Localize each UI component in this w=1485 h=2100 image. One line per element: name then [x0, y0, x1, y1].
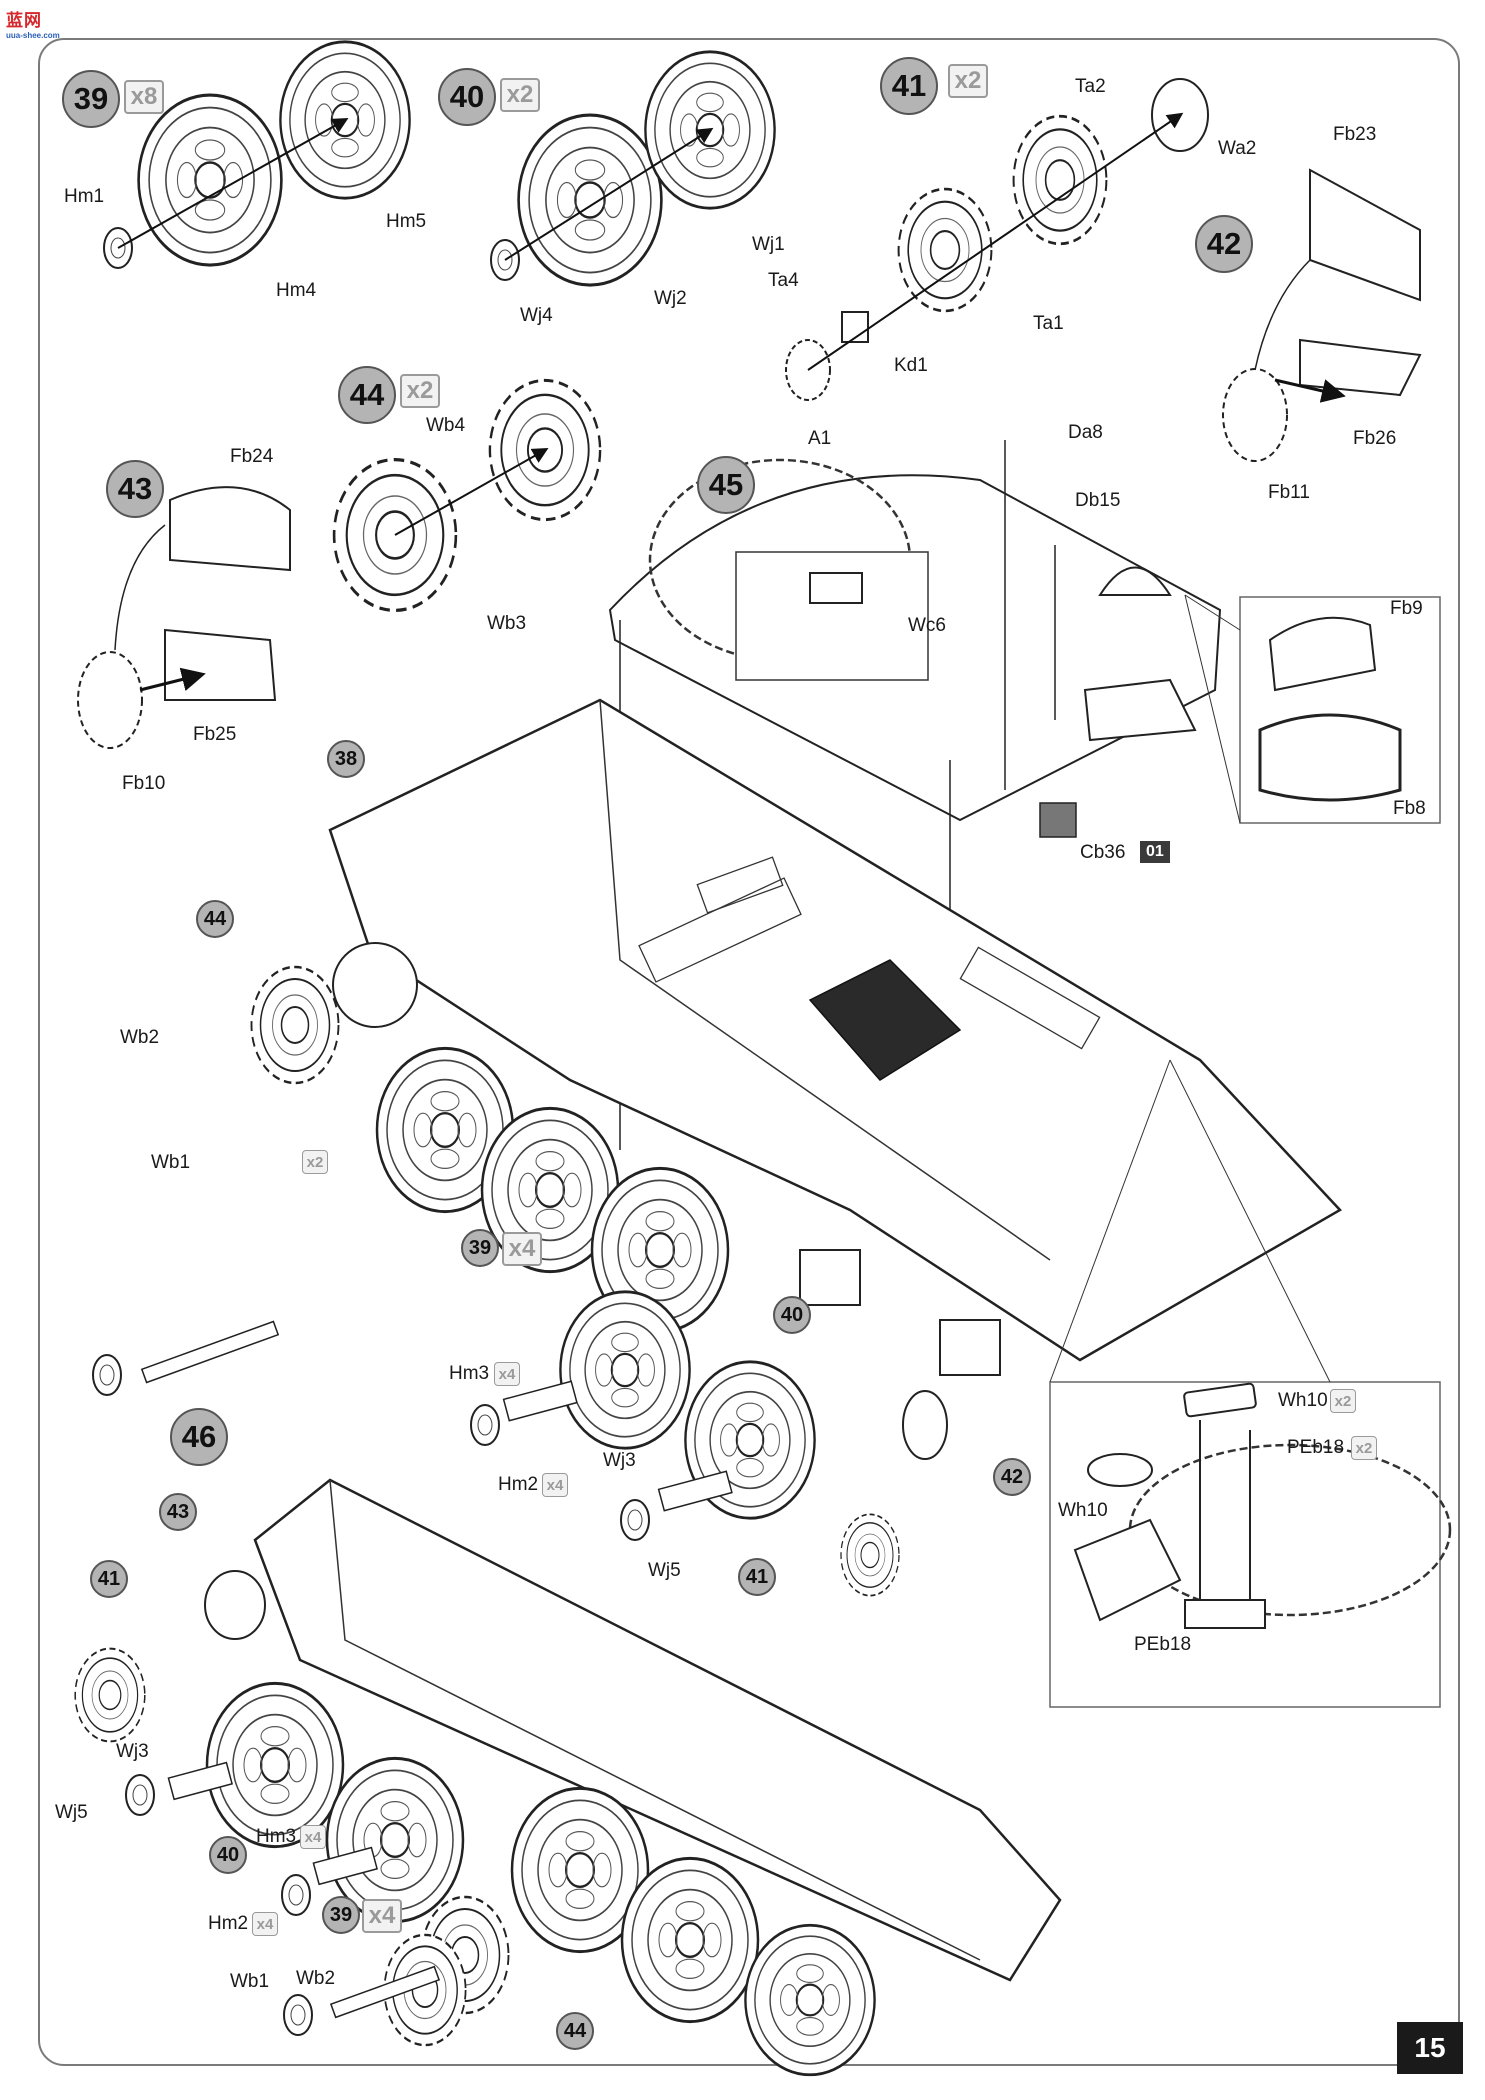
part-label: Cb36: [1080, 842, 1126, 863]
part-label: Ta1: [1033, 313, 1064, 334]
part-label: Wb2: [296, 1968, 336, 1989]
step-46-badge: 46: [170, 1408, 228, 1466]
part-label: Da8: [1068, 422, 1103, 443]
qty-multiplier: x4: [252, 1912, 278, 1936]
part-label: Wb1: [230, 1971, 270, 1992]
part-label: Fb9: [1390, 598, 1423, 619]
qty-multiplier: x2: [1330, 1389, 1356, 1413]
part-label: Fb25: [193, 724, 237, 745]
part-label: Fb23: [1333, 124, 1377, 145]
ref-44-badge: 44: [196, 900, 234, 938]
part-label: Ta4: [768, 270, 799, 291]
part-label: A1: [808, 428, 832, 449]
part-label: Hm1: [64, 186, 105, 207]
part-label: Wb3: [487, 613, 527, 634]
page-frame: [38, 38, 1460, 2066]
ref-42-badge: 42: [993, 1458, 1031, 1496]
ref-41-badge: 41: [738, 1558, 776, 1596]
part-label: Wb2: [120, 1027, 160, 1048]
step-44-multiplier: x2: [400, 374, 440, 408]
part-label: Kd1: [894, 355, 928, 376]
part-label: Hm2: [208, 1913, 249, 1934]
part-label: Wh10: [1058, 1500, 1108, 1521]
ref-43-lower-badge: 43: [159, 1493, 197, 1531]
step-44-badge: 44: [338, 366, 396, 424]
part-label: Fb10: [122, 773, 166, 794]
step-39-badge: 39: [62, 70, 120, 128]
part-label: Db15: [1075, 490, 1121, 511]
part-label: Hm3: [256, 1826, 297, 1847]
part-label: PEb18: [1134, 1634, 1192, 1655]
part-label: Wj5: [55, 1802, 88, 1823]
ref-40-lower-badge: 40: [209, 1836, 247, 1874]
part-label: Hm4: [276, 280, 317, 301]
qty-multiplier: x4: [494, 1362, 520, 1386]
part-label: Wj3: [603, 1450, 636, 1471]
qty-multiplier: x2: [1351, 1436, 1377, 1460]
ref-40-badge: 40: [773, 1296, 811, 1334]
part-label: Hm5: [386, 211, 427, 232]
part-label: Fb11: [1268, 482, 1310, 503]
part-label: Wa2: [1218, 138, 1257, 159]
part-label: Wj4: [520, 305, 553, 326]
step-45-badge: 45: [697, 456, 755, 514]
reference-badge: 01: [1140, 841, 1170, 863]
watermark-logo: 蓝网 uua-shee.com: [6, 11, 60, 40]
part-label: Wj2: [654, 288, 687, 309]
ref-39-multiplier: x4: [502, 1232, 542, 1266]
ref-39-lower-multiplier: x4: [362, 1899, 402, 1933]
ref-44-lower-badge: 44: [556, 2012, 594, 2050]
part-label: Fb26: [1353, 428, 1397, 449]
part-label: Wb4: [426, 415, 466, 436]
part-label: Wh10: [1278, 1390, 1328, 1411]
page-number: 15: [1397, 2022, 1463, 2074]
step-39-multiplier: x8: [124, 80, 164, 114]
part-label: Fb24: [230, 446, 274, 467]
ref-39-badge: 39: [461, 1229, 499, 1267]
step-40-badge: 40: [438, 68, 496, 126]
step-41-badge: 41: [880, 57, 938, 115]
part-label: Hm2: [498, 1474, 539, 1495]
step-42-badge: 42: [1195, 215, 1253, 273]
part-label: Wc6: [908, 615, 946, 636]
part-label: Fb8: [1393, 798, 1426, 819]
ref-x2-multiplier: x2: [302, 1150, 328, 1174]
step-43-badge: 43: [106, 460, 164, 518]
step-40-multiplier: x2: [500, 78, 540, 112]
ref-39-lower-badge: 39: [322, 1896, 360, 1934]
ref-41-lower-badge: 41: [90, 1560, 128, 1598]
part-label: Ta2: [1075, 76, 1106, 97]
qty-multiplier: x4: [300, 1825, 326, 1849]
part-label: PEb18: [1287, 1437, 1345, 1458]
part-label: Hm3: [449, 1363, 490, 1384]
part-label: Wb1: [151, 1152, 191, 1173]
part-label: Wj5: [648, 1560, 681, 1581]
part-label: Wj1: [752, 234, 785, 255]
part-label: Wj3: [116, 1741, 149, 1762]
step-41-multiplier: x2: [948, 64, 988, 98]
step-38-badge: 38: [327, 740, 365, 778]
qty-multiplier: x4: [542, 1473, 568, 1497]
